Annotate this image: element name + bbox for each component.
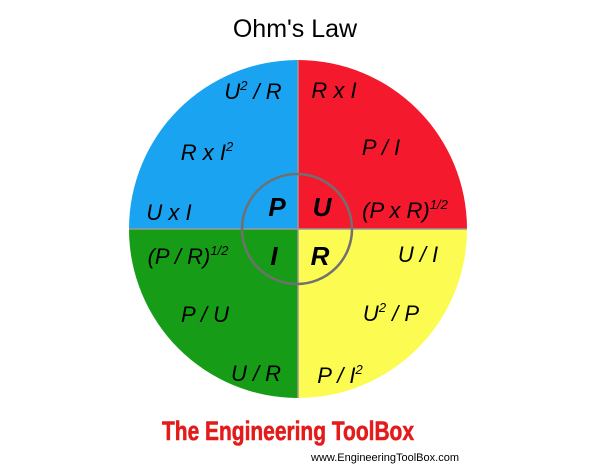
resistance-quadrant (298, 229, 467, 398)
center-letter-voltage: U (313, 192, 333, 222)
voltage-formula-3: (P x R)1/2 (362, 197, 448, 223)
center-letter-power: P (268, 192, 286, 222)
center-letter-current: I (270, 241, 278, 271)
resistance-formula-1: U / I (398, 242, 438, 267)
diagram-title: Ohm's Law (233, 15, 358, 43)
website-url: www.EngineeringToolBox.com (310, 452, 459, 464)
current-formula-2: P / U (181, 302, 229, 327)
resistance-formula-3: P / I2 (317, 362, 363, 388)
center-ring (240, 172, 354, 286)
power-formula-2: R x I2 (181, 139, 234, 165)
voltage-formula-2: P / I (362, 135, 400, 160)
current-formula-3: U / R (231, 361, 281, 386)
voltage-quadrant (298, 60, 467, 229)
brand-logo-text: The Engineering ToolBox (162, 416, 414, 446)
power-formula-1: U2 / R (224, 78, 281, 104)
resistance-formula-2: U2 / P (363, 300, 419, 326)
center-letter-resistance: R (311, 241, 330, 271)
power-formula-3: U x I (146, 200, 191, 225)
power-quadrant (129, 60, 298, 229)
current-formula-1: (P / R)1/2 (148, 243, 230, 269)
current-quadrant (129, 229, 298, 398)
voltage-formula-1: R x I (311, 78, 356, 103)
